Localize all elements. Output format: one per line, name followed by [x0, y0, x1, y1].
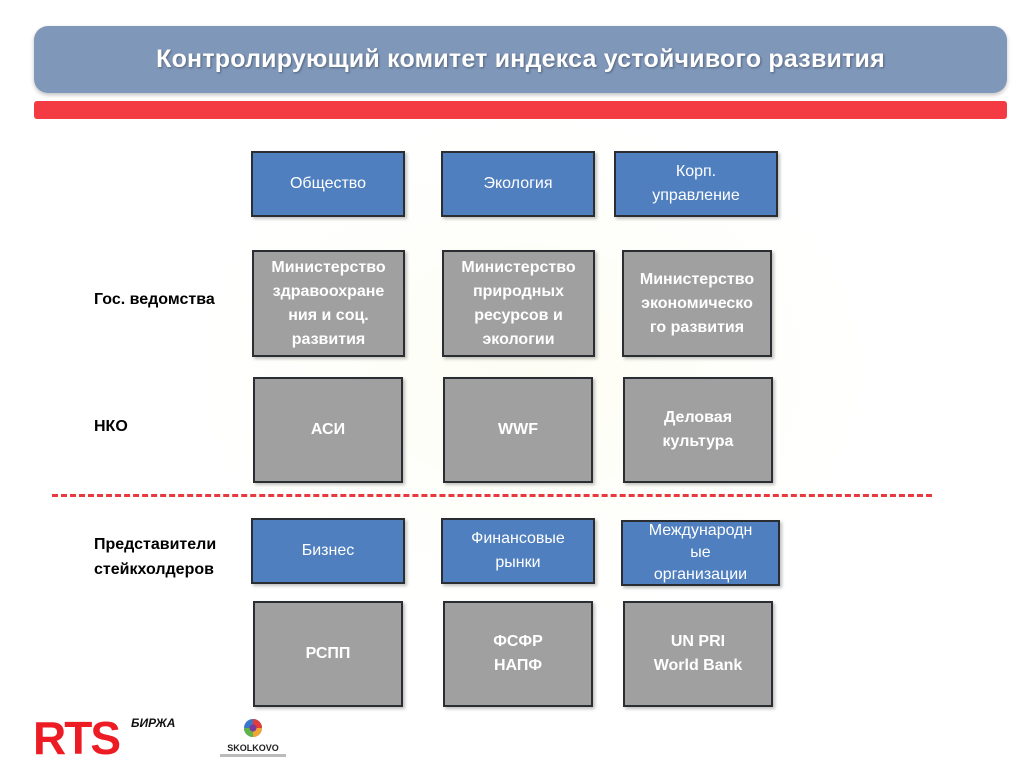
gov-box-natural-resources: Министерство природных ресурсов и эколог… [442, 250, 595, 357]
accent-bar [34, 101, 1007, 119]
stakeholder-box-international-orgs: Международн ые организации [621, 520, 780, 586]
dashed-divider [52, 494, 932, 497]
rts-logo: RTS БИРЖА [33, 712, 183, 764]
skolkovo-logo: SKOLKOVO [220, 716, 286, 760]
rts-letters: RTS [33, 715, 119, 757]
nko-box-asi: АСИ [253, 377, 403, 483]
org-box-unpri-worldbank: UN PRI World Bank [623, 601, 773, 707]
header-ecology: Экология [441, 151, 595, 217]
org-box-fsfr-napf: ФСФР НАПФ [443, 601, 593, 707]
page-title: Контролирующий комитет индекса устойчиво… [156, 45, 885, 73]
rts-word: БИРЖА [131, 716, 175, 730]
gov-box-health: Министерство здравоохране ния и соц. раз… [252, 250, 405, 357]
nko-box-wwf: WWF [443, 377, 593, 483]
row-label-stakeholders: Представители стейкхолдеров [94, 536, 217, 578]
skolkovo-text: SKOLKOVO [227, 743, 279, 753]
title-bar: Контролирующий комитет индекса устойчиво… [34, 26, 1007, 93]
row-label-gov: Гос. ведомства [94, 291, 215, 308]
header-corp-governance: Корп. управление [614, 151, 778, 217]
header-society: Общество [251, 151, 405, 217]
skolkovo-subtitle-line [220, 754, 286, 757]
nko-box-business-culture: Деловая культура [623, 377, 773, 483]
row-label-nko: НКО [94, 418, 128, 435]
gov-box-economic-development: Министерство экономическо го развития [622, 250, 772, 357]
org-box-rspp: РСПП [253, 601, 403, 707]
stakeholder-box-business: Бизнес [251, 518, 405, 584]
stakeholder-box-financial-markets: Финансовые рынки [441, 518, 595, 584]
